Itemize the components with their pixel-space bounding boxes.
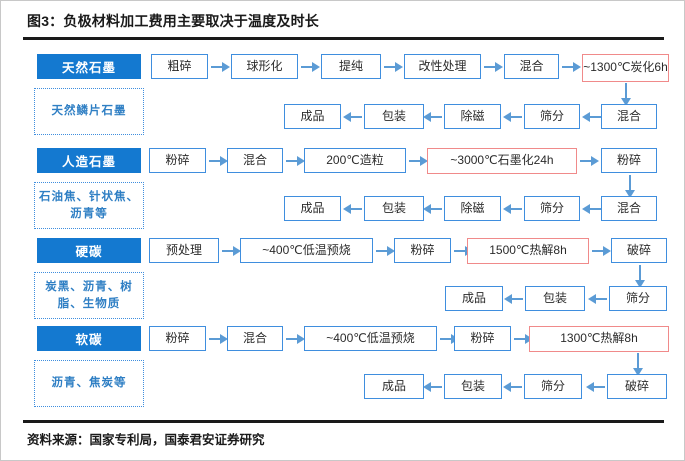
category-materials-artificial-graphite: 石油焦、针状焦、沥青等 [34,182,144,229]
source-note: 资料来源：国家专利局，国泰君安证券研究 [27,433,265,447]
step-box[interactable]: 破碎 [607,374,667,399]
step-box[interactable]: 包装 [364,104,424,129]
arrow-left-icon [423,112,442,122]
step-box[interactable]: 粉碎 [394,238,451,263]
arrow-left-icon [503,204,522,214]
arrow-left-icon [582,204,601,214]
arrow-right-icon [384,62,403,72]
step-box[interactable]: 混合 [601,196,657,221]
arrow-right-icon [209,334,228,344]
category-materials-hard-carbon: 炭黑、沥青、树脂、生物质 [34,272,144,319]
step-box[interactable]: 筛分 [524,104,580,129]
step-box[interactable]: 筛分 [524,196,580,221]
arrow-right-icon [286,156,305,166]
category-materials-natural-graphite: 天然鳞片石墨 [34,88,144,135]
step-box[interactable]: 粉碎 [149,148,206,173]
category-header-hard-carbon: 硬碳 [37,238,141,263]
step-box[interactable]: 破碎 [611,238,667,263]
arrow-left-icon [503,382,522,392]
step-box[interactable]: 筛分 [524,374,582,399]
step-box[interactable]: 提纯 [321,54,381,79]
step-box[interactable]: 粉碎 [454,326,511,351]
arrow-right-icon [301,62,320,72]
category-header-natural-graphite: 天然石墨 [37,54,141,79]
step-box[interactable]: 成品 [445,286,503,311]
arrow-down-icon [621,83,631,106]
arrow-right-icon [454,246,473,256]
step-box[interactable]: 成品 [284,104,341,129]
step-box[interactable]: 改性处理 [404,54,481,79]
source-divider [23,420,664,423]
arrow-left-icon [588,294,607,304]
step-box[interactable]: 粉碎 [149,326,206,351]
arrow-left-icon [503,112,522,122]
step-box[interactable]: 200℃造粒 [304,148,406,173]
arrow-right-icon [286,334,305,344]
arrow-right-icon [440,334,459,344]
arrow-down-icon [633,353,643,376]
step-box[interactable]: 成品 [364,374,424,399]
arrow-left-icon [343,204,362,214]
step-box-highlight[interactable]: 1500℃热解8h [467,238,589,264]
step-box-highlight[interactable]: ~3000℃石墨化24h [427,148,577,174]
step-box[interactable]: 混合 [227,326,283,351]
step-box[interactable]: 混合 [601,104,657,129]
step-box[interactable]: 除磁 [444,104,501,129]
step-box[interactable]: 预处理 [149,238,219,263]
arrow-right-icon [484,62,503,72]
arrow-right-icon [514,334,533,344]
arrow-right-icon [562,62,581,72]
step-box-highlight[interactable]: 1300℃热解8h [529,326,669,352]
step-box[interactable]: 成品 [284,196,341,221]
arrow-right-icon [409,156,428,166]
step-box[interactable]: 球形化 [231,54,298,79]
title-divider [23,37,664,40]
figure-title: 图3：负极材料加工费用主要取决于温度及时长 [27,13,319,29]
arrow-right-icon [211,62,230,72]
step-box-highlight[interactable]: ~1300℃炭化6h [582,54,669,82]
step-box[interactable]: 混合 [504,54,559,79]
step-box[interactable]: 包装 [525,286,585,311]
category-header-artificial-graphite: 人造石墨 [37,148,141,173]
category-materials-soft-carbon: 沥青、焦炭等 [34,360,144,407]
arrow-down-icon [635,265,645,288]
arrow-right-icon [376,246,395,256]
step-box[interactable]: 筛分 [609,286,667,311]
arrow-right-icon [209,156,228,166]
step-box[interactable]: 包装 [364,196,424,221]
arrow-left-icon [586,382,605,392]
arrow-down-icon [625,175,635,198]
arrow-left-icon [504,294,523,304]
arrow-right-icon [580,156,599,166]
arrow-right-icon [592,246,611,256]
arrow-left-icon [582,112,601,122]
step-box[interactable]: 混合 [227,148,283,173]
step-box[interactable]: 粉碎 [601,148,657,173]
step-box[interactable]: 粗碎 [151,54,208,79]
step-box[interactable]: 除磁 [444,196,501,221]
arrow-left-icon [423,204,442,214]
arrow-right-icon [222,246,241,256]
category-header-soft-carbon: 软碳 [37,326,141,351]
step-box[interactable]: 包装 [444,374,502,399]
arrow-left-icon [423,382,442,392]
arrow-left-icon [343,112,362,122]
step-box[interactable]: ~400℃低温预烧 [304,326,437,351]
step-box[interactable]: ~400℃低温预烧 [240,238,373,263]
